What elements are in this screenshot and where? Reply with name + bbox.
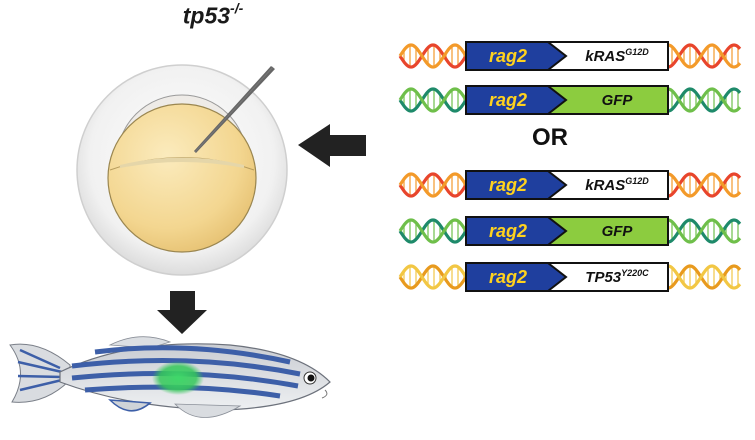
dna-helix-icon bbox=[667, 43, 742, 69]
promoter-label: rag2 bbox=[489, 175, 527, 195]
promoter-label: rag2 bbox=[489, 267, 527, 287]
promoter-arrow bbox=[465, 170, 568, 200]
dna-helix-icon bbox=[398, 43, 468, 69]
dna-helix-icon bbox=[398, 218, 468, 244]
construct-row: rag2 GFP bbox=[398, 85, 742, 115]
gene-box bbox=[547, 216, 669, 246]
arrow-down-icon bbox=[157, 291, 207, 334]
dna-helix-icon bbox=[398, 172, 468, 198]
dna-helix-icon bbox=[667, 87, 742, 113]
promoter-arrow bbox=[465, 85, 568, 115]
dna-helix-icon bbox=[667, 264, 742, 290]
genotype-base: tp53 bbox=[182, 2, 231, 29]
genotype-superscript: -/- bbox=[230, 0, 244, 16]
construct-row: rag2 kRASG12D bbox=[398, 41, 742, 71]
dna-helix-icon bbox=[667, 172, 742, 198]
gene-label: kRASG12D bbox=[585, 176, 649, 194]
gene-box bbox=[547, 170, 669, 200]
arrow-left-icon bbox=[298, 124, 366, 167]
dna-helix-icon bbox=[398, 87, 468, 113]
or-separator: OR bbox=[532, 124, 568, 151]
promoter-arrow bbox=[465, 262, 568, 292]
dna-helix-icon bbox=[398, 264, 468, 290]
zebrafish-icon bbox=[9, 336, 331, 418]
microinjection-needle-icon bbox=[194, 66, 275, 153]
construct-row: rag2 GFP bbox=[398, 216, 742, 246]
gene-box bbox=[547, 85, 669, 115]
promoter-label: rag2 bbox=[489, 221, 527, 241]
genotype-label: tp53-/- bbox=[128, 0, 298, 30]
zebrafish-embryo-icon bbox=[76, 64, 288, 276]
gene-label: TP53Y220C bbox=[585, 268, 649, 286]
gfp-spot bbox=[152, 361, 204, 395]
dna-helix-icon bbox=[667, 218, 742, 244]
promoter-arrow bbox=[465, 216, 568, 246]
gene-label: GFP bbox=[602, 223, 634, 240]
promoter-arrow bbox=[465, 41, 568, 71]
construct-row: rag2 kRASG12D bbox=[398, 170, 742, 200]
gene-label: kRASG12D bbox=[585, 47, 649, 65]
construct-row: rag2 TP53Y220C bbox=[398, 262, 742, 292]
promoter-label: rag2 bbox=[489, 90, 527, 110]
promoter-label: rag2 bbox=[489, 46, 527, 66]
gene-label: GFP bbox=[602, 92, 634, 109]
